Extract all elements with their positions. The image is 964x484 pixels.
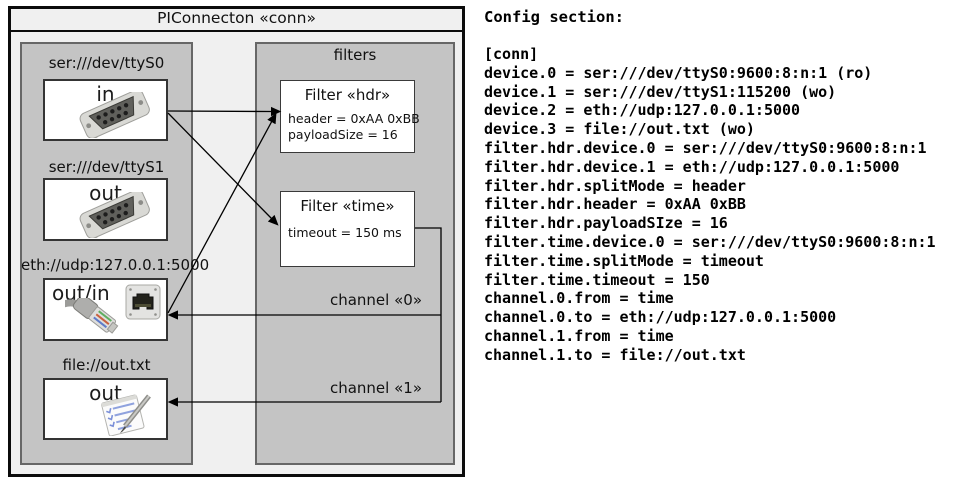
- filter-time-title: Filter «time»: [300, 197, 395, 215]
- device-file-box: out: [43, 378, 168, 440]
- device-direction-label: in: [96, 82, 115, 106]
- diagram-title: PIConnecton «conn»: [8, 6, 465, 32]
- filter-hdr-header-attr: header = 0xAA 0xBB: [288, 111, 420, 126]
- device-ttys0-url-label: ser:///dev/ttyS0: [48, 54, 165, 72]
- config-line: device.3 = file://out.txt (wo): [484, 120, 755, 139]
- config-line: filter.hdr.device.0 = ser:///dev/ttyS0:9…: [484, 138, 927, 157]
- filter-hdr-payload-attr: payloadSize = 16: [288, 127, 398, 142]
- serial-port-icon: [79, 92, 150, 138]
- config-line: filter.hdr.splitMode = header: [484, 176, 746, 195]
- filter-hdr-box: Filter «hdr» header = 0xAA 0xBB payloadS…: [280, 80, 420, 153]
- device-ttys1-url-label: ser:///dev/ttyS1: [48, 158, 165, 176]
- filter-hdr-title: Filter «hdr»: [304, 86, 391, 104]
- config-heading: Config section:: [484, 8, 624, 26]
- config-line: filter.time.splitMode = timeout: [484, 251, 764, 270]
- notepad-icon: [101, 394, 151, 436]
- device-ttys0-box: in: [43, 79, 168, 141]
- device-ttys1-box: out: [43, 178, 168, 241]
- device-eth-box: out/in: [43, 278, 168, 341]
- filters-panel-title: filters: [333, 46, 377, 64]
- filter-time-box: Filter «time» timeout = 150 ms: [280, 191, 415, 267]
- serial-port-icon: [79, 192, 150, 238]
- config-line: device.1 = ser:///dev/ttyS1:115200 (wo): [484, 82, 837, 101]
- config-line: filter.hdr.header = 0xAA 0xBB: [484, 195, 746, 214]
- config-line: filter.hdr.payloadSIze = 16: [484, 214, 728, 233]
- device-file-url-label: file://out.txt: [62, 356, 151, 374]
- ethernet-cable-icon: [65, 298, 119, 334]
- channel-1-label: channel «1»: [329, 379, 422, 397]
- config-line: channel.1.to = file://out.txt: [484, 345, 746, 364]
- filter-time-timeout-attr: timeout = 150 ms: [288, 225, 402, 240]
- config-line: filter.hdr.device.1 = eth://udp:127.0.0.…: [484, 157, 900, 176]
- config-line: device.2 = eth://udp:127.0.0.1:5000: [484, 101, 801, 120]
- config-line: filter.time.device.0 = ser:///dev/ttyS0:…: [484, 232, 936, 251]
- config-line: channel.1.from = time: [484, 326, 674, 345]
- device-eth-url-label: eth://udp:127.0.0.1:5000: [21, 256, 210, 274]
- config-line: channel.0.to = eth://udp:127.0.0.1:5000: [484, 308, 837, 327]
- ethernet-port-icon: [125, 284, 161, 320]
- config-line: channel.0.from = time: [484, 289, 674, 308]
- config-listing: [conn] device.0 = ser:///dev/ttyS0:9600:…: [484, 45, 936, 365]
- config-line: [conn]: [484, 45, 539, 63]
- channel-0-label: channel «0»: [329, 291, 422, 309]
- config-line: filter.time.timeout = 150: [484, 270, 710, 289]
- config-line: device.0 = ser:///dev/ttyS0:9600:8:n:1 (…: [484, 63, 873, 82]
